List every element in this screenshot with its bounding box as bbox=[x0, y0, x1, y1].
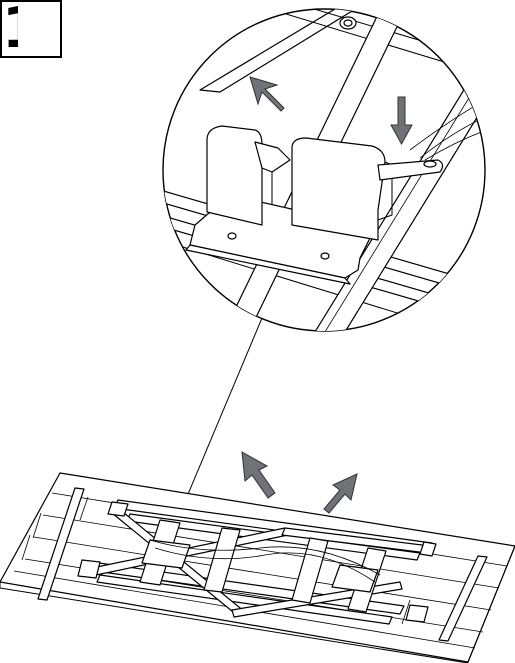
arrow-up-left-icon bbox=[241, 451, 276, 499]
bracket-top-left bbox=[107, 501, 129, 517]
arrow-up-left-icon bbox=[249, 76, 285, 112]
hinge-plate-right bbox=[331, 564, 379, 593]
detail-contents bbox=[163, 9, 485, 331]
detail-hinge-left bbox=[206, 125, 263, 226]
cross-brace-2 bbox=[203, 527, 241, 593]
arrow-up-right-icon bbox=[323, 473, 358, 514]
table-assembly bbox=[0, 472, 515, 663]
right-end-batten bbox=[438, 555, 488, 642]
bracket-top-right bbox=[419, 541, 437, 557]
end-cap-right bbox=[405, 604, 429, 623]
hinge-plate-left bbox=[141, 539, 191, 569]
step-number-box: 1 bbox=[0, 0, 62, 58]
arrow-down-icon bbox=[390, 96, 413, 146]
table-top-edge bbox=[0, 545, 515, 663]
end-cap-left bbox=[77, 559, 101, 579]
cross-brace-3 bbox=[291, 537, 329, 604]
left-end-batten bbox=[37, 487, 85, 601]
strap-wire bbox=[149, 539, 381, 576]
step-number: 1 bbox=[2, 4, 18, 54]
detail-latch-tab bbox=[377, 159, 444, 181]
detail-hinge-right bbox=[291, 137, 386, 241]
